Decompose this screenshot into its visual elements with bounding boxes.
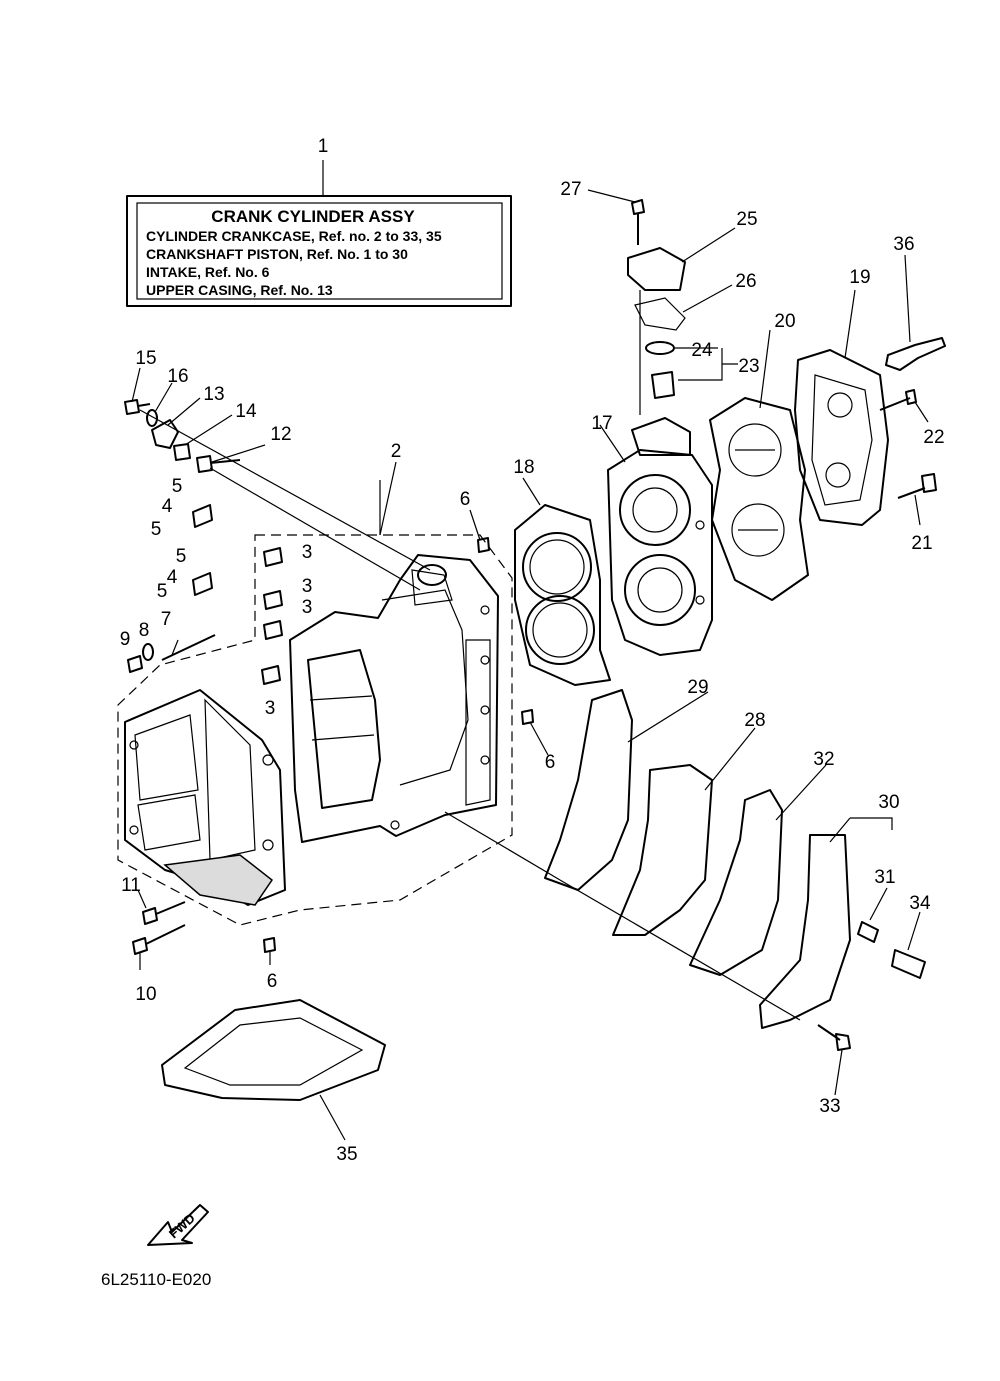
pistons-3 <box>261 547 283 685</box>
callout-32: 32 <box>813 749 834 770</box>
washer-8 <box>142 643 154 661</box>
inner-exhaust-cover <box>612 764 713 936</box>
callout-2: 2 <box>391 441 402 462</box>
callout-29: 29 <box>687 677 708 698</box>
callout-5d: 5 <box>157 581 168 602</box>
exhaust-cover-gasket <box>689 789 783 976</box>
assembly-box-line-4: UPPER CASING, Ref. No. 13 <box>146 282 333 298</box>
dowel-6c <box>263 937 276 953</box>
callout-8: 8 <box>139 620 150 641</box>
nut-9 <box>127 655 143 673</box>
thermostat-bolt <box>631 199 645 245</box>
thermostat-cover <box>627 247 686 291</box>
callout-16: 16 <box>167 366 188 387</box>
lower-gasket <box>161 999 386 1101</box>
thermostat-seal <box>645 341 675 355</box>
assembly-box-line-2: CRANKSHAFT PISTON, Ref. No. 1 to 30 <box>146 246 408 262</box>
callout-13: 13 <box>203 384 224 405</box>
cylinder-block <box>289 554 499 843</box>
cylinder-head <box>607 417 713 656</box>
callout-3c: 3 <box>302 597 313 618</box>
callout-30: 30 <box>878 792 899 813</box>
stud-7 <box>161 634 216 661</box>
callout-5b: 5 <box>151 519 162 540</box>
pin-14 <box>173 443 191 461</box>
anode-34 <box>891 949 926 979</box>
washer-16 <box>146 409 158 427</box>
assembly-label-box: CRANK CYLINDER ASSY CYLINDER CRANKCASE, … <box>126 160 512 307</box>
callout-17: 17 <box>591 413 612 434</box>
callout-31: 31 <box>874 867 895 888</box>
callout-27: 27 <box>560 179 581 200</box>
callout-21: 21 <box>911 533 932 554</box>
head-gasket <box>514 504 611 686</box>
callout-3b: 3 <box>302 576 313 597</box>
callout-28: 28 <box>744 710 765 731</box>
head-cover-gasket <box>709 397 809 601</box>
callout-5a: 5 <box>172 476 183 497</box>
callout-20: 20 <box>774 311 795 332</box>
callout-36: 36 <box>893 234 914 255</box>
thermostat <box>651 371 675 399</box>
callout-4b: 4 <box>167 567 178 588</box>
callout-10: 10 <box>135 984 156 1005</box>
head-cover <box>794 349 889 526</box>
bolt-10 <box>132 924 186 955</box>
bearing-4b <box>192 572 213 596</box>
callout-22: 22 <box>923 427 944 448</box>
callout-6a: 6 <box>460 489 471 510</box>
thermostat-gasket <box>634 297 686 331</box>
callout-7: 7 <box>161 609 172 630</box>
callout-19: 19 <box>849 267 870 288</box>
callout-23: 23 <box>738 356 759 377</box>
bolt-12 <box>196 455 241 473</box>
callout-3d: 3 <box>265 698 276 719</box>
dowel-6b <box>521 709 534 725</box>
bolt-15 <box>124 399 151 415</box>
dowel-6a <box>477 537 490 553</box>
bolt-22 <box>879 389 917 411</box>
callout-12: 12 <box>270 424 291 445</box>
callout-34: 34 <box>909 893 931 914</box>
diagram-code: 6L25110-E020 <box>101 1270 211 1289</box>
callout-3a: 3 <box>302 542 313 563</box>
callout-6b: 6 <box>545 752 556 773</box>
exhaust-gasket <box>544 689 633 891</box>
hose-fitting <box>885 337 946 371</box>
assembly-box-line-1: CYLINDER CRANKCASE, Ref. no. 2 to 33, 35 <box>146 228 442 244</box>
leader-lines <box>131 189 929 1141</box>
callout-1: 1 <box>318 136 329 157</box>
callout-5c: 5 <box>176 546 187 567</box>
assembly-box-line-3: INTAKE, Ref. No. 6 <box>146 264 270 280</box>
callout-33: 33 <box>819 1096 840 1117</box>
callout-18: 18 <box>513 457 534 478</box>
bracket-13 <box>151 419 179 449</box>
crankcase-half <box>124 689 286 906</box>
fwd-label: FWD <box>166 1210 198 1241</box>
callout-4a: 4 <box>162 496 173 517</box>
callout-6c: 6 <box>267 971 278 992</box>
assembly-box-title: CRANK CYLINDER ASSY <box>211 207 415 226</box>
fwd-arrow: FWD <box>147 1204 209 1246</box>
callout-24: 24 <box>691 340 713 361</box>
bolt-33 <box>817 1024 851 1051</box>
exhaust-cover <box>759 834 851 1029</box>
bolt-21 <box>897 473 937 499</box>
callout-25: 25 <box>736 209 757 230</box>
callout-9: 9 <box>120 629 131 650</box>
callout-35: 35 <box>336 1144 357 1165</box>
callout-11: 11 <box>121 875 141 896</box>
bearing-4a <box>192 504 213 528</box>
plug-31 <box>857 921 879 943</box>
callout-15: 15 <box>135 348 156 369</box>
callout-14: 14 <box>235 401 257 422</box>
callout-26: 26 <box>735 271 756 292</box>
bolt-11 <box>142 901 186 925</box>
callout-labels: 1 2 3 3 3 3 4 4 5 5 5 5 6 6 6 7 8 9 10 1… <box>120 136 945 1165</box>
